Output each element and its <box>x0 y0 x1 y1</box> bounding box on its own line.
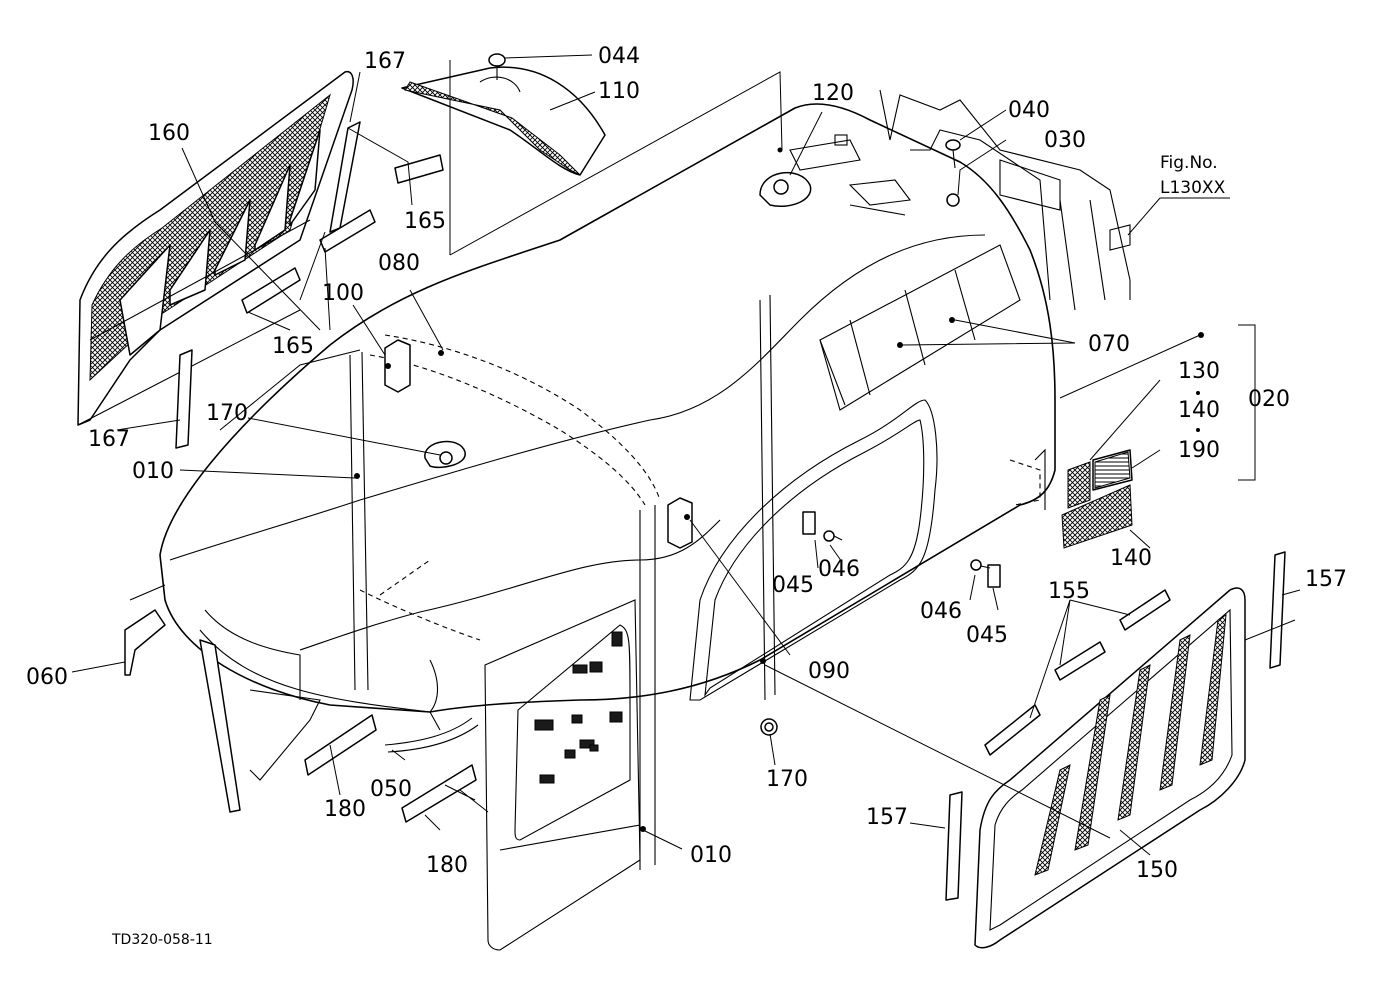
label-165-lower: 165 <box>272 334 314 359</box>
label-100: 100 <box>322 281 364 306</box>
label-180-left: 180 <box>324 797 366 822</box>
rear-grille-assembly <box>945 551 1286 949</box>
ref-fig-no: Fig.No. <box>1160 153 1218 173</box>
label-110: 110 <box>598 79 640 104</box>
label-140-top: 140 <box>1178 398 1220 423</box>
label-120: 120 <box>812 81 854 106</box>
separator-dot-2 <box>1196 428 1200 432</box>
label-157-right: 157 <box>1305 567 1347 592</box>
label-090: 090 <box>808 659 850 684</box>
label-170-bottom: 170 <box>766 767 808 792</box>
label-046-center: 046 <box>818 557 860 582</box>
label-190: 190 <box>1178 438 1220 463</box>
label-157-left: 157 <box>866 805 908 830</box>
label-010-bottom: 010 <box>690 843 732 868</box>
label-150: 150 <box>1136 858 1178 883</box>
small-parts <box>124 139 1204 832</box>
separator-dot-1 <box>1196 391 1200 395</box>
label-140-bottom: 140 <box>1110 546 1152 571</box>
label-060: 060 <box>26 665 68 690</box>
label-170-top: 170 <box>206 401 248 426</box>
label-045-right: 045 <box>966 623 1008 648</box>
label-044: 044 <box>598 44 640 69</box>
label-160: 160 <box>148 121 190 146</box>
label-130: 130 <box>1178 359 1220 384</box>
roof-vent-cover <box>401 53 606 176</box>
part-labels: 044 110 167 160 165 120 040 030 Fig.No. … <box>26 44 1347 948</box>
leader-lines <box>71 54 1301 856</box>
label-045-center: 045 <box>772 573 814 598</box>
drawing-code: TD320-058-11 <box>111 932 213 948</box>
label-070: 070 <box>1088 332 1130 357</box>
label-167-top: 167 <box>364 49 406 74</box>
label-030: 030 <box>1044 128 1086 153</box>
label-010-left: 010 <box>132 459 174 484</box>
label-080: 080 <box>378 251 420 276</box>
label-040: 040 <box>1008 98 1050 123</box>
label-167-bottom: 167 <box>88 427 130 452</box>
warning-stickers <box>534 631 623 784</box>
label-155: 155 <box>1048 579 1090 604</box>
label-050: 050 <box>370 777 412 802</box>
label-046-right: 046 <box>920 599 962 624</box>
ref-fig-code: L130XX <box>1160 178 1226 198</box>
label-180-right: 180 <box>426 853 468 878</box>
label-165-right: 165 <box>404 209 446 234</box>
front-grille-assembly <box>77 70 444 449</box>
air-filters <box>1061 449 1133 549</box>
cabin-shell <box>159 89 1131 951</box>
label-020: 020 <box>1248 387 1290 412</box>
